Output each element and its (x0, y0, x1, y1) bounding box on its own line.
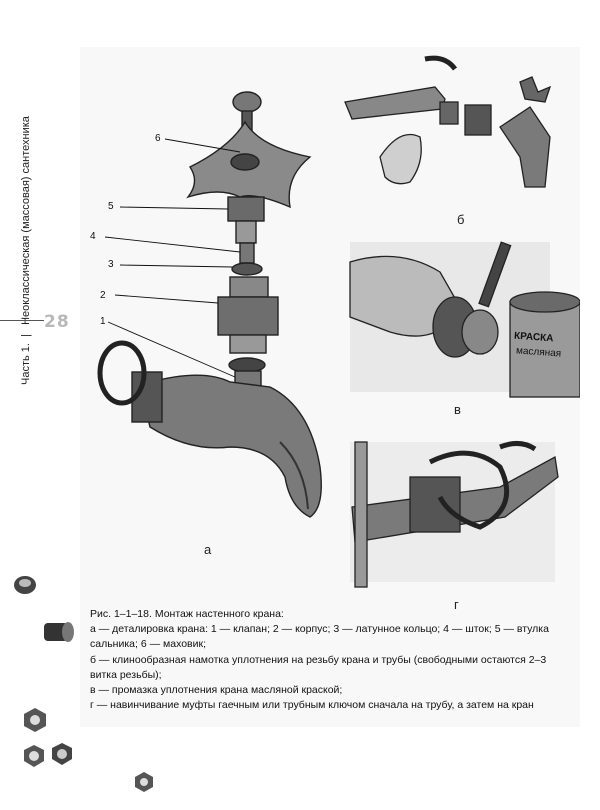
panel-label-b: б (457, 212, 465, 227)
nut-icon (135, 772, 153, 792)
callout-1: 1 (100, 316, 106, 327)
faucet-illustration (97, 55, 580, 588)
panel-g-drawing (350, 441, 559, 588)
caption-title: Рис. 1–1–18. Монтаж настенного крана: (90, 608, 284, 620)
panel-label-g: г (454, 597, 459, 612)
nut-icon (24, 745, 44, 767)
nut-icon (52, 743, 72, 765)
running-header-text: Часть 1. | Неоклассическая (массовая) са… (20, 116, 32, 385)
callout-6: 6 (155, 133, 161, 144)
page-number: 28 (44, 312, 70, 332)
fitting-icon (44, 622, 74, 642)
panel-label-v: в (454, 402, 461, 417)
caption-line: а — деталировка крана: 1 — клапан; 2 — к… (90, 623, 549, 651)
callout-4: 4 (90, 231, 96, 242)
nut-icon (24, 708, 46, 732)
caption-line: в — промазка уплотнения крана масляной к… (90, 684, 343, 697)
exploded-faucet-drawing (97, 91, 322, 518)
callout-5: 5 (108, 201, 114, 212)
section-label: Неоклассическая (массовая) сантехника (20, 116, 32, 325)
chapter-label: Часть 1. (20, 343, 32, 385)
figure-caption: Рис. 1–1–18. Монтаж настенного крана: а … (90, 607, 560, 713)
figure-panel: 6 5 4 3 2 1 КРАСКА масляная а б в г (80, 47, 580, 727)
callout-2: 2 (100, 290, 106, 301)
nut-icon (14, 576, 36, 594)
callout-3: 3 (108, 259, 114, 270)
panel-v-drawing (349, 241, 580, 398)
header-divider (0, 320, 44, 321)
panel-label-a: а (204, 542, 212, 557)
caption-line: г — навинчивание муфты гаечным или трубн… (90, 699, 534, 712)
panel-b-drawing (344, 55, 552, 188)
caption-line: б — клинообразная намотка уплотнения на … (90, 653, 547, 681)
